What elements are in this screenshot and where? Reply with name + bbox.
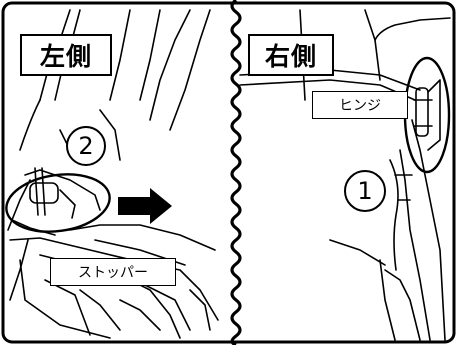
wavy-divider xyxy=(230,0,242,345)
arrow-right-icon xyxy=(118,188,172,224)
step-1-badge: 1 xyxy=(344,170,386,212)
stopper-label: ストッパー xyxy=(50,258,176,286)
stopper-highlight-ellipse xyxy=(5,173,111,233)
hinge-label: ヒンジ xyxy=(312,91,408,119)
left-door-drawing xyxy=(7,9,219,339)
right-side-label: 右側 xyxy=(248,34,334,76)
left-side-label: 左側 xyxy=(20,34,112,76)
step-2-badge: 2 xyxy=(66,126,106,166)
